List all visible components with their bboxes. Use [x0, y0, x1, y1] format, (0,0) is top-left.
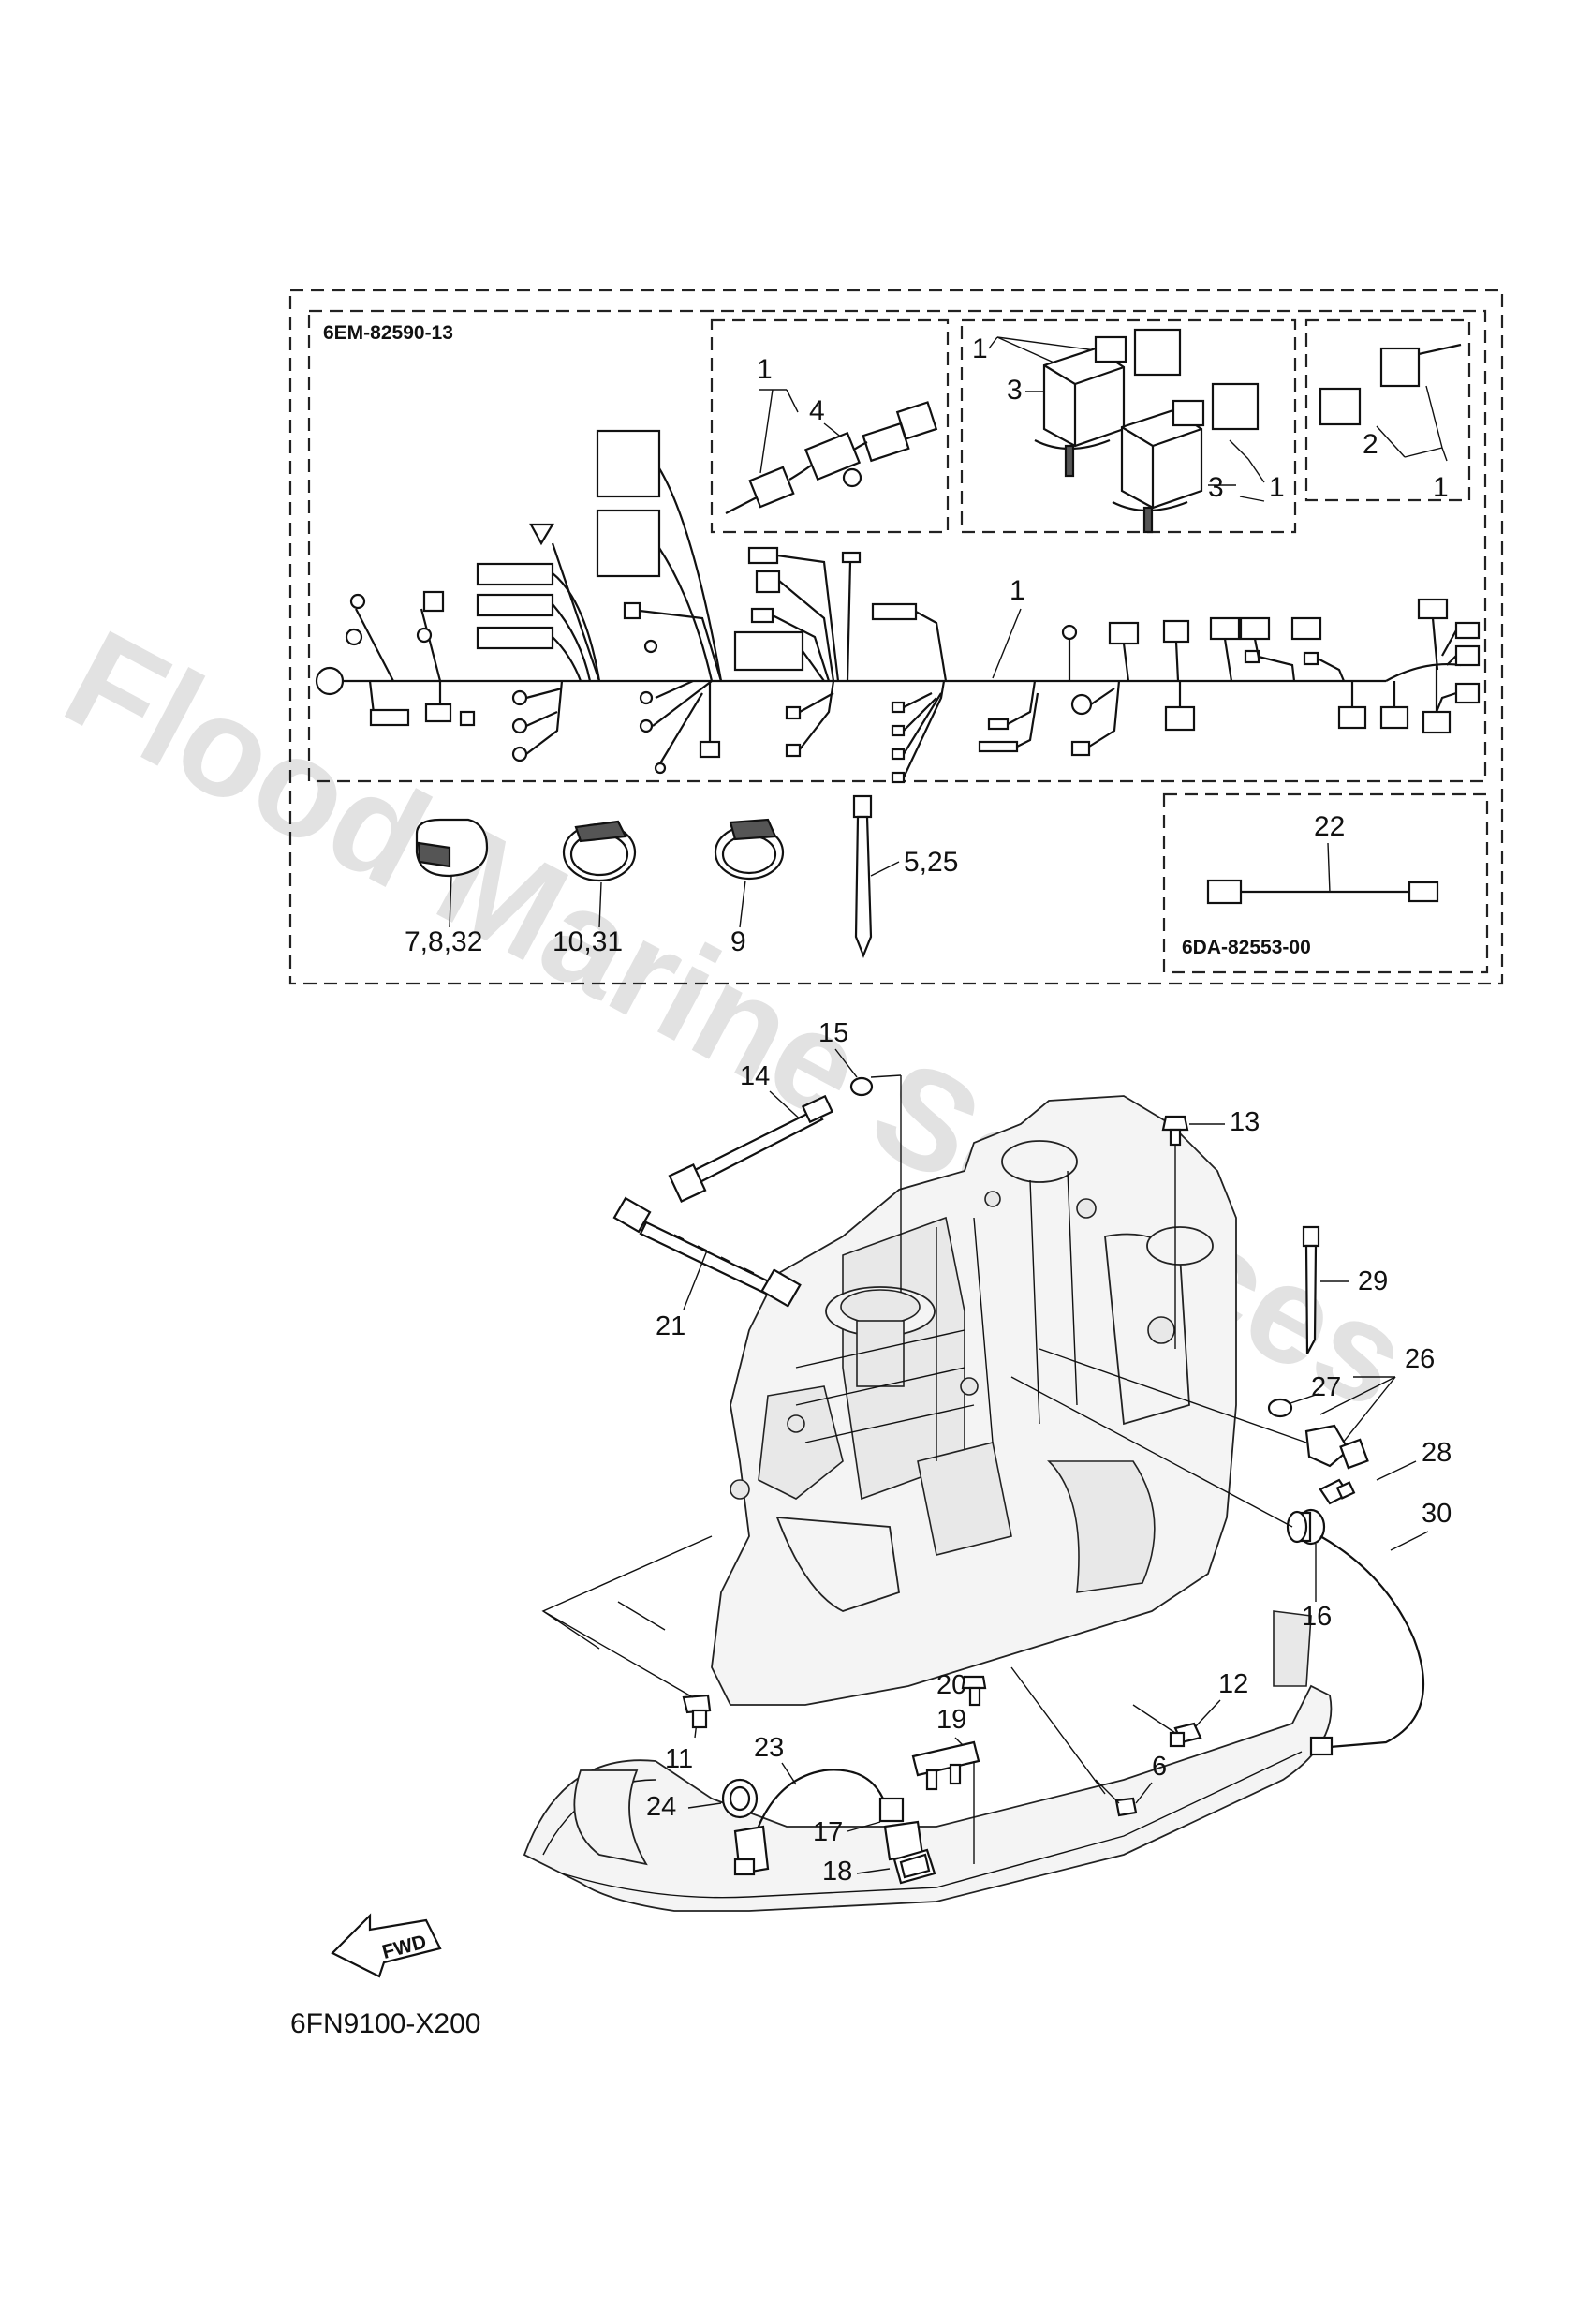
cable-tie-icon: 5,25 — [852, 794, 958, 958]
callout-20: 20 — [936, 1670, 966, 1700]
callout-13: 13 — [1230, 1107, 1260, 1137]
callout-inset-a-1: 1 — [757, 354, 773, 385]
bolt-icon — [1319, 1478, 1356, 1505]
sensor-icon — [668, 1094, 834, 1203]
callout-inset-c-2: 2 — [1363, 429, 1378, 460]
figure-code: 6FN9100-X200 — [290, 2008, 480, 2039]
callout-lead-22: 22 — [1314, 811, 1345, 842]
callout-30: 30 — [1422, 1499, 1452, 1529]
clamp-icon: 10,31 — [553, 820, 637, 957]
callout-16: 16 — [1302, 1602, 1332, 1632]
bolt-icon — [961, 1675, 987, 1707]
callout-clamp-10-31: 10,31 — [553, 926, 623, 957]
callout-clamp-9: 9 — [730, 926, 746, 957]
cable-tie-icon — [1302, 1225, 1320, 1354]
callout-inset-b-1b: 1 — [1269, 472, 1285, 503]
callout-6: 6 — [1152, 1752, 1167, 1782]
harness-icon — [733, 1769, 924, 1876]
callout-tie-5-25: 5,25 — [904, 847, 958, 878]
inset-b: 1 3 — [960, 318, 1297, 534]
connector-icon — [1319, 343, 1462, 426]
kit-code-sub: 6DA-82553-00 — [1182, 937, 1311, 958]
callout-26: 26 — [1405, 1344, 1435, 1374]
engine-block — [523, 1095, 1333, 1912]
callout-27: 27 — [1311, 1372, 1341, 1402]
grommet-icon — [1267, 1398, 1293, 1418]
grommet-icon — [721, 1778, 759, 1819]
callout-harness-1: 1 — [1010, 575, 1025, 606]
inset-c: 2 1 — [1304, 318, 1471, 503]
callout-23: 23 — [754, 1733, 784, 1763]
bracket-icon — [911, 1740, 980, 1791]
callout-inset-b-3a: 3 — [1007, 375, 1023, 406]
connector-icon — [725, 401, 938, 514]
callout-18: 18 — [822, 1857, 852, 1887]
fwd-arrow-icon: FWD — [331, 1913, 442, 1978]
callout-12: 12 — [1218, 1669, 1248, 1699]
main-wire-harness: 1 — [315, 429, 1481, 784]
sub-lead-inset: 22 6DA-82553-00 — [1162, 792, 1489, 974]
callout-11: 11 — [665, 1744, 693, 1774]
harness-kit-box: 6EM-82590-13 1 4 1 — [288, 289, 1504, 985]
callout-inset-a-4: 4 — [809, 395, 825, 426]
sensor-icon — [612, 1196, 802, 1308]
relay-icon — [1034, 328, 1182, 478]
clamp-icon: 9 — [714, 818, 785, 957]
bolt-icon — [682, 1694, 712, 1729]
inset-a: 1 4 — [710, 318, 950, 534]
bolt-icon — [1161, 1115, 1189, 1147]
callout-15: 15 — [818, 1018, 848, 1048]
clamp-icon: 7,8,32 — [405, 818, 489, 957]
relay-icon — [1112, 382, 1260, 534]
callout-clamp-7-8-32: 7,8,32 — [405, 926, 482, 957]
callout-inset-b-1: 1 — [972, 333, 988, 364]
callout-29: 29 — [1358, 1266, 1388, 1296]
callout-19: 19 — [936, 1705, 966, 1735]
bolt-icon — [1114, 1797, 1138, 1817]
callout-inset-b-3b: 3 — [1208, 472, 1224, 503]
callout-24: 24 — [646, 1792, 676, 1822]
sensor-icon — [1304, 1424, 1369, 1470]
callout-28: 28 — [1422, 1438, 1452, 1468]
callout-21: 21 — [656, 1311, 685, 1341]
callout-inset-c-1: 1 — [1433, 472, 1449, 503]
grommet-icon — [1286, 1510, 1308, 1544]
callout-17: 17 — [813, 1817, 843, 1847]
grommet-icon — [892, 1848, 936, 1885]
part-callouts: 15 14 21 13 — [541, 1018, 1452, 1887]
callout-14: 14 — [740, 1061, 770, 1091]
bolt-icon — [1169, 1722, 1202, 1748]
grommet-icon — [849, 1076, 874, 1097]
kit-code-main: 6EM-82590-13 — [323, 322, 453, 344]
